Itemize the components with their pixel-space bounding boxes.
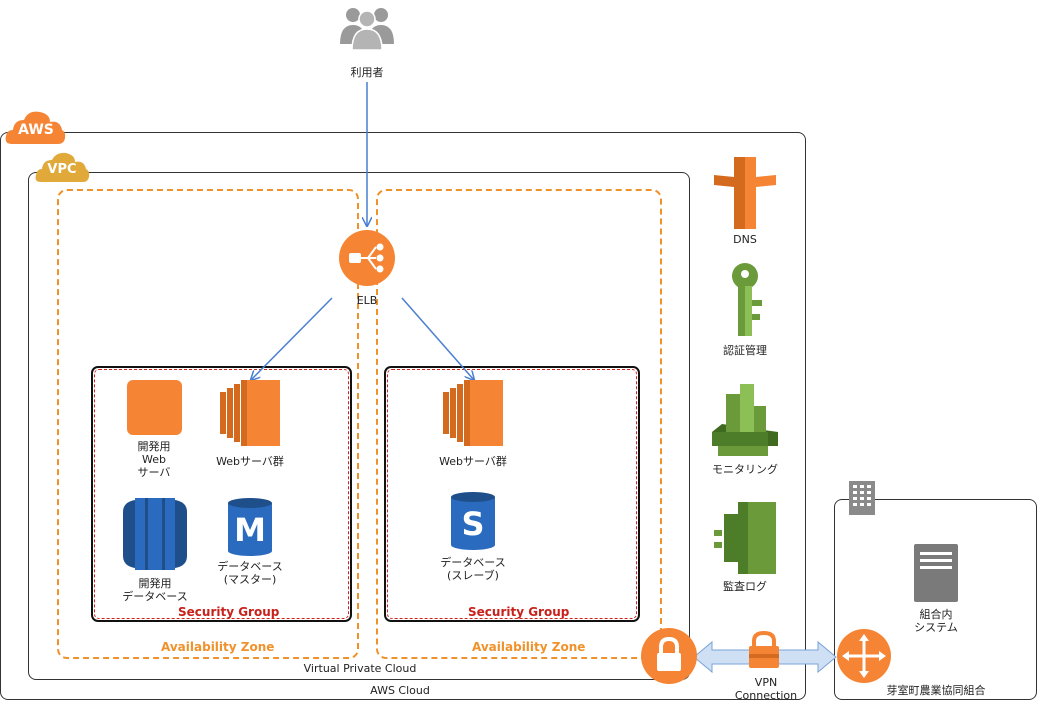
- az2-label: Availability Zone: [472, 640, 586, 654]
- elb-label: ELB: [356, 294, 378, 307]
- monitoring-icon: [712, 384, 778, 456]
- vpc-container: [28, 172, 690, 680]
- arrow-elb-to-web1: [251, 297, 333, 380]
- auth-label: 認証管理: [723, 344, 767, 357]
- key-icon: [725, 262, 765, 336]
- dev-web-server-label: 開発用 Web サーバ: [137, 440, 171, 479]
- az1-label: Availability Zone: [161, 640, 275, 654]
- vpn-gateway-icon: [640, 627, 698, 685]
- sg1-label: Security Group: [178, 605, 280, 619]
- ec2-icon: [443, 380, 503, 446]
- sg2-label: Security Group: [468, 605, 570, 619]
- database-slave-icon: S: [451, 492, 495, 550]
- rds-icon: [123, 498, 187, 570]
- building-icon: [849, 481, 875, 515]
- database-slave-letter: S: [461, 505, 485, 543]
- vpn-label: VPN Connection: [734, 676, 798, 702]
- database-slave-label: データベース (スレーブ): [440, 556, 506, 582]
- web-servers-1-label: Webサーバ群: [216, 455, 284, 468]
- vpc-cloud-icon: VPC: [34, 150, 90, 184]
- dns-icon: [714, 157, 776, 229]
- availability-zone-2: [376, 189, 662, 659]
- audit-log-icon: [714, 502, 776, 574]
- ec2-icon: [220, 380, 280, 446]
- aws-badge-label: AWS: [18, 122, 54, 138]
- dev-web-server-icon: [127, 380, 182, 435]
- internal-system-label: 組合内 システム: [914, 608, 958, 634]
- database-master-letter: M: [234, 511, 266, 549]
- dev-database-label: 開発用 データベース: [122, 577, 188, 603]
- vpn-arrow-left: [693, 640, 753, 674]
- elb-icon: [338, 229, 396, 287]
- availability-zone-1: [57, 189, 359, 659]
- database-master-label: データベース (マスター): [217, 560, 283, 586]
- monitoring-label: モニタリング: [712, 463, 778, 476]
- vpc-badge-label: VPC: [47, 162, 77, 177]
- security-group-1: [91, 366, 352, 622]
- audit-log-label: 監査ログ: [723, 580, 767, 593]
- vpn-arrow-right: [777, 640, 837, 674]
- aws-cloud-label: AWS Cloud: [370, 684, 430, 697]
- aws-cloud-icon: AWS: [4, 108, 66, 146]
- security-group-2: [384, 366, 640, 622]
- server-icon: [914, 544, 958, 602]
- vpn-lock-icon: [745, 630, 783, 670]
- onprem-label: 芽室町農業協同組合: [886, 684, 986, 697]
- vpc-label: Virtual Private Cloud: [303, 662, 417, 675]
- arrow-elb-to-web2: [401, 297, 474, 380]
- database-master-icon: M: [228, 498, 272, 556]
- router-icon: [836, 628, 892, 684]
- dns-label: DNS: [733, 233, 757, 246]
- aws-cloud-container: [0, 132, 806, 700]
- web-servers-2-label: Webサーバ群: [439, 455, 507, 468]
- users-label: 利用者: [350, 66, 384, 79]
- users-icon: [337, 2, 397, 52]
